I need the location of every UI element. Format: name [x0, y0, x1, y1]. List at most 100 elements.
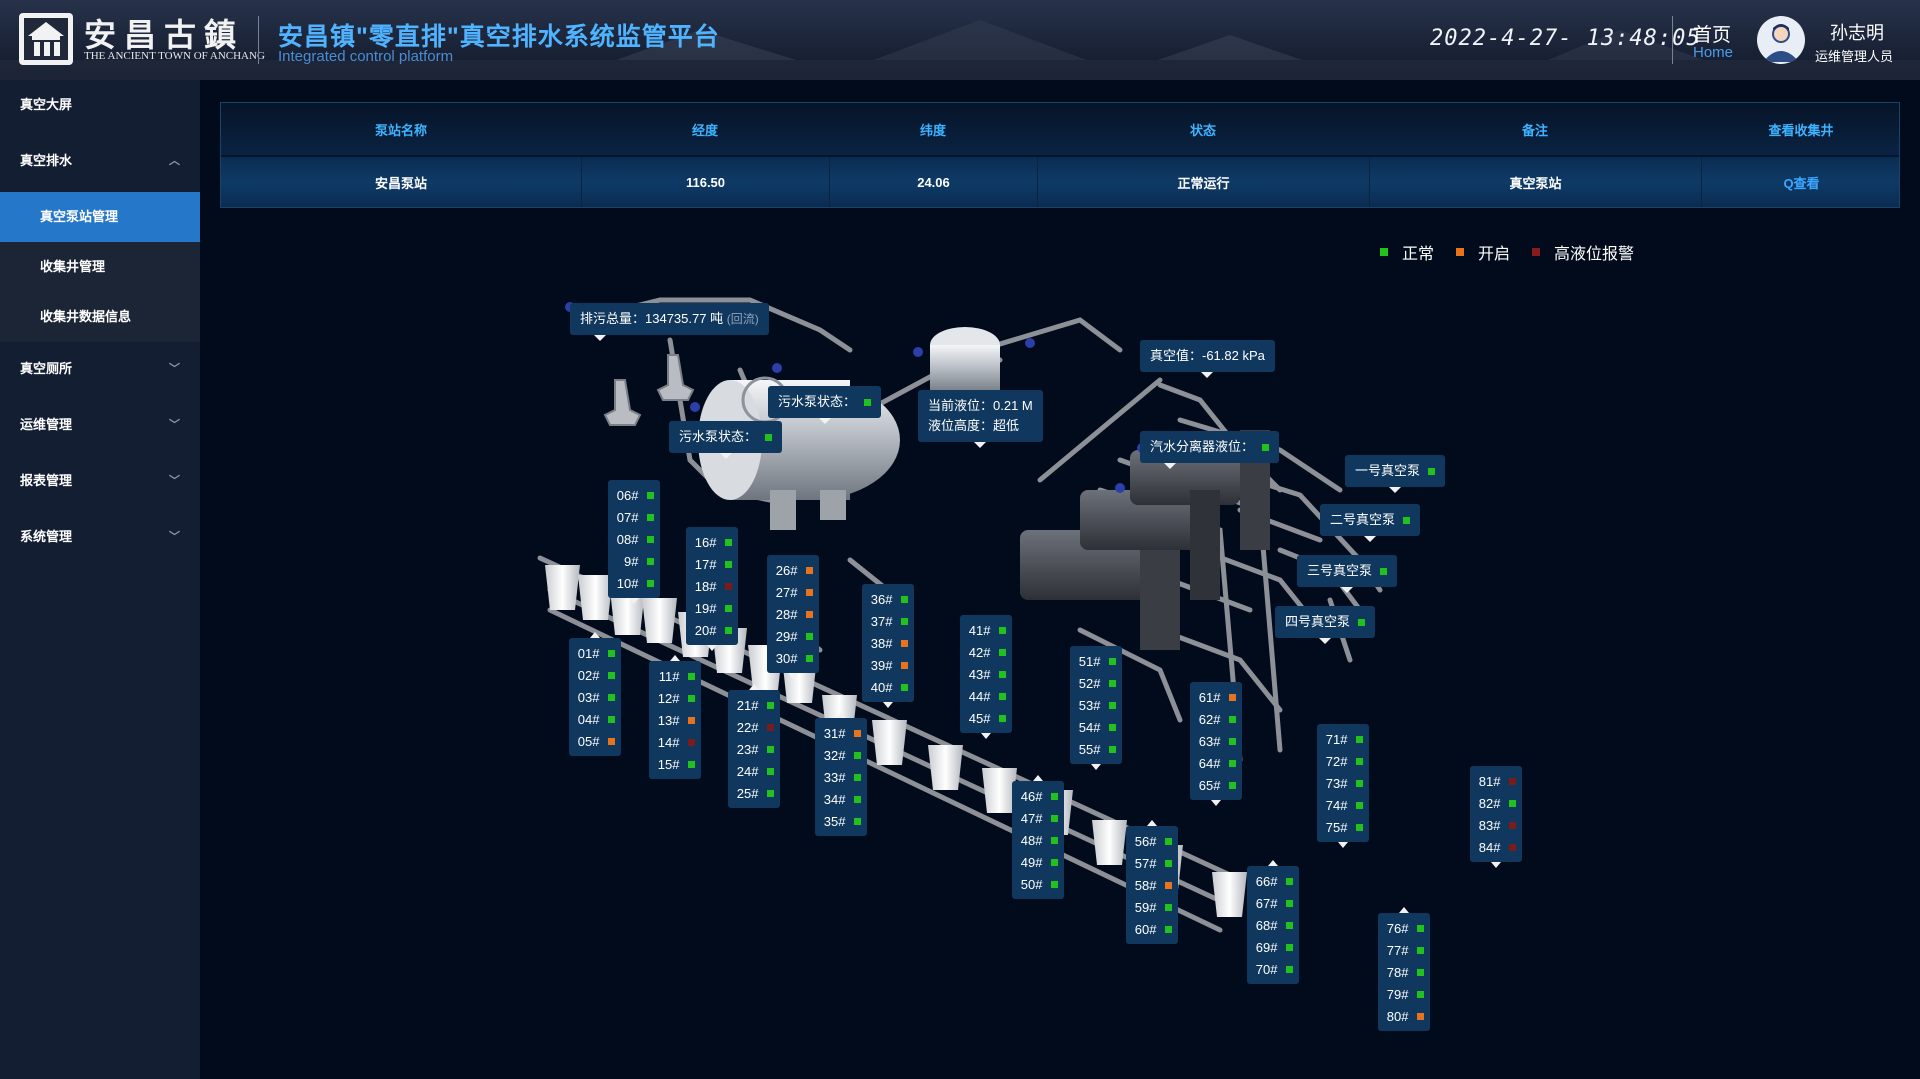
well-item[interactable]: 03# [569, 686, 621, 708]
well-item[interactable]: 28# [767, 603, 819, 625]
well-item[interactable]: 40# [862, 676, 914, 698]
well-item[interactable]: 35# [815, 810, 867, 832]
well-item[interactable]: 43# [960, 663, 1012, 685]
well-item[interactable]: 72# [1317, 750, 1369, 772]
well-item[interactable]: 19# [686, 597, 738, 619]
well-item[interactable]: 80# [1378, 1005, 1430, 1027]
home-link[interactable]: 首页 [1693, 25, 1732, 46]
well-item[interactable]: 49# [1012, 851, 1064, 873]
well-item[interactable]: 50# [1012, 873, 1064, 895]
well-item[interactable]: 60# [1126, 918, 1178, 940]
well-item[interactable]: 33# [815, 766, 867, 788]
well-item[interactable]: 66# [1247, 870, 1299, 892]
well-item[interactable]: 67# [1247, 892, 1299, 914]
well-item[interactable]: 12# [649, 687, 701, 709]
well-item[interactable]: 27# [767, 581, 819, 603]
well-item[interactable]: 70# [1247, 958, 1299, 980]
well-group-81-84[interactable]: 81#82#83#84# [1470, 766, 1522, 868]
vacuum-pump-2-tag[interactable]: 二号真空泵 [1320, 504, 1421, 542]
well-item[interactable]: 73# [1317, 772, 1369, 794]
well-item[interactable]: 64# [1190, 752, 1242, 774]
well-item[interactable]: 30# [767, 647, 819, 669]
sidebar-subitem-well-management[interactable]: 收集井管理 [0, 242, 200, 292]
well-item[interactable]: 62# [1190, 708, 1242, 730]
well-group-16-20[interactable]: 16#17#18#19#20# [686, 527, 738, 651]
well-item[interactable]: 79# [1378, 983, 1430, 1005]
well-item[interactable]: 31# [815, 722, 867, 744]
sidebar-item-vacuum-drainage[interactable]: 真空排水 ︿ [0, 136, 200, 186]
well-item[interactable]: 38# [862, 632, 914, 654]
well-item[interactable]: 17# [686, 553, 738, 575]
well-item[interactable]: 16# [686, 531, 738, 553]
well-group-41-45[interactable]: 41#42#43#44#45# [960, 615, 1012, 739]
well-item[interactable]: 41# [960, 619, 1012, 641]
home-link-en[interactable]: Home [1693, 44, 1734, 61]
well-item[interactable]: 55# [1070, 738, 1122, 760]
well-item[interactable]: 69# [1247, 936, 1299, 958]
well-group-11-15[interactable]: 11#12#13#14#15# [649, 655, 701, 779]
well-group-71-75[interactable]: 71#72#73#74#75# [1317, 724, 1369, 848]
well-item[interactable]: 42# [960, 641, 1012, 663]
sidebar-subitem-pump-station[interactable]: 真空泵站管理 [0, 192, 200, 242]
well-item[interactable]: 77# [1378, 939, 1430, 961]
well-group-06-10[interactable]: 06#07#08#9#10# [608, 480, 660, 604]
well-item[interactable]: 24# [728, 760, 780, 782]
well-group-26-30[interactable]: 26#27#28#29#30# [767, 555, 819, 679]
well-item[interactable]: 84# [1470, 836, 1522, 858]
well-item[interactable]: 58# [1126, 874, 1178, 896]
sidebar-item-vacuum-toilet[interactable]: 真空厕所 ﹀ [0, 344, 200, 394]
well-group-31-35[interactable]: 31#32#33#34#35# [815, 712, 867, 836]
well-item[interactable]: 15# [649, 753, 701, 775]
well-item[interactable]: 82# [1470, 792, 1522, 814]
well-item[interactable]: 37# [862, 610, 914, 632]
sidebar-item-vacuum-screen[interactable]: 真空大屏 [0, 80, 200, 130]
well-item[interactable]: 39# [862, 654, 914, 676]
well-item[interactable]: 46# [1012, 785, 1064, 807]
sidebar-item-operations[interactable]: 运维管理 ﹀ [0, 400, 200, 450]
well-item[interactable]: 59# [1126, 896, 1178, 918]
well-item[interactable]: 07# [608, 506, 660, 528]
sidebar-subitem-well-data[interactable]: 收集井数据信息 [0, 292, 200, 342]
well-item[interactable]: 56# [1126, 830, 1178, 852]
well-item[interactable]: 52# [1070, 672, 1122, 694]
well-item[interactable]: 63# [1190, 730, 1242, 752]
well-item[interactable]: 65# [1190, 774, 1242, 796]
well-item[interactable]: 01# [569, 642, 621, 664]
well-group-01-05[interactable]: 01#02#03#04#05# [569, 632, 621, 756]
well-item[interactable]: 53# [1070, 694, 1122, 716]
well-item[interactable]: 68# [1247, 914, 1299, 936]
well-group-76-80[interactable]: 76#77#78#79#80# [1378, 907, 1430, 1031]
well-group-21-25[interactable]: 21#22#23#24#25# [728, 684, 780, 808]
vacuum-pump-3-tag[interactable]: 三号真空泵 [1297, 555, 1398, 593]
vacuum-pump-1-tag[interactable]: 一号真空泵 [1345, 455, 1446, 493]
well-item[interactable]: 05# [569, 730, 621, 752]
well-item[interactable]: 61# [1190, 686, 1242, 708]
well-group-61-65[interactable]: 61#62#63#64#65# [1190, 682, 1242, 806]
well-item[interactable]: 21# [728, 694, 780, 716]
well-group-46-50[interactable]: 46#47#48#49#50# [1012, 775, 1064, 899]
well-item[interactable]: 9# [608, 550, 660, 572]
sidebar-item-system[interactable]: 系统管理 ﹀ [0, 512, 200, 562]
vacuum-pump-4-tag[interactable]: 四号真空泵 [1275, 606, 1376, 644]
well-item[interactable]: 06# [608, 484, 660, 506]
well-item[interactable]: 23# [728, 738, 780, 760]
user-avatar[interactable] [1757, 16, 1805, 64]
well-item[interactable]: 78# [1378, 961, 1430, 983]
well-item[interactable]: 13# [649, 709, 701, 731]
well-item[interactable]: 14# [649, 731, 701, 753]
well-item[interactable]: 02# [569, 664, 621, 686]
well-group-66-70[interactable]: 66#67#68#69#70# [1247, 860, 1299, 984]
well-item[interactable]: 54# [1070, 716, 1122, 738]
well-group-56-60[interactable]: 56#57#58#59#60# [1126, 820, 1178, 944]
sidebar-item-reports[interactable]: 报表管理 ﹀ [0, 456, 200, 506]
well-item[interactable]: 04# [569, 708, 621, 730]
well-item[interactable]: 25# [728, 782, 780, 804]
table-row[interactable]: 安昌泵站 116.50 24.06 正常运行 真空泵站 Q查看 [221, 157, 1899, 207]
well-item[interactable]: 57# [1126, 852, 1178, 874]
well-item[interactable]: 29# [767, 625, 819, 647]
well-item[interactable]: 75# [1317, 816, 1369, 838]
well-item[interactable]: 71# [1317, 728, 1369, 750]
well-item[interactable]: 74# [1317, 794, 1369, 816]
well-item[interactable]: 51# [1070, 650, 1122, 672]
view-wells-link[interactable]: Q查看 [1701, 157, 1901, 207]
